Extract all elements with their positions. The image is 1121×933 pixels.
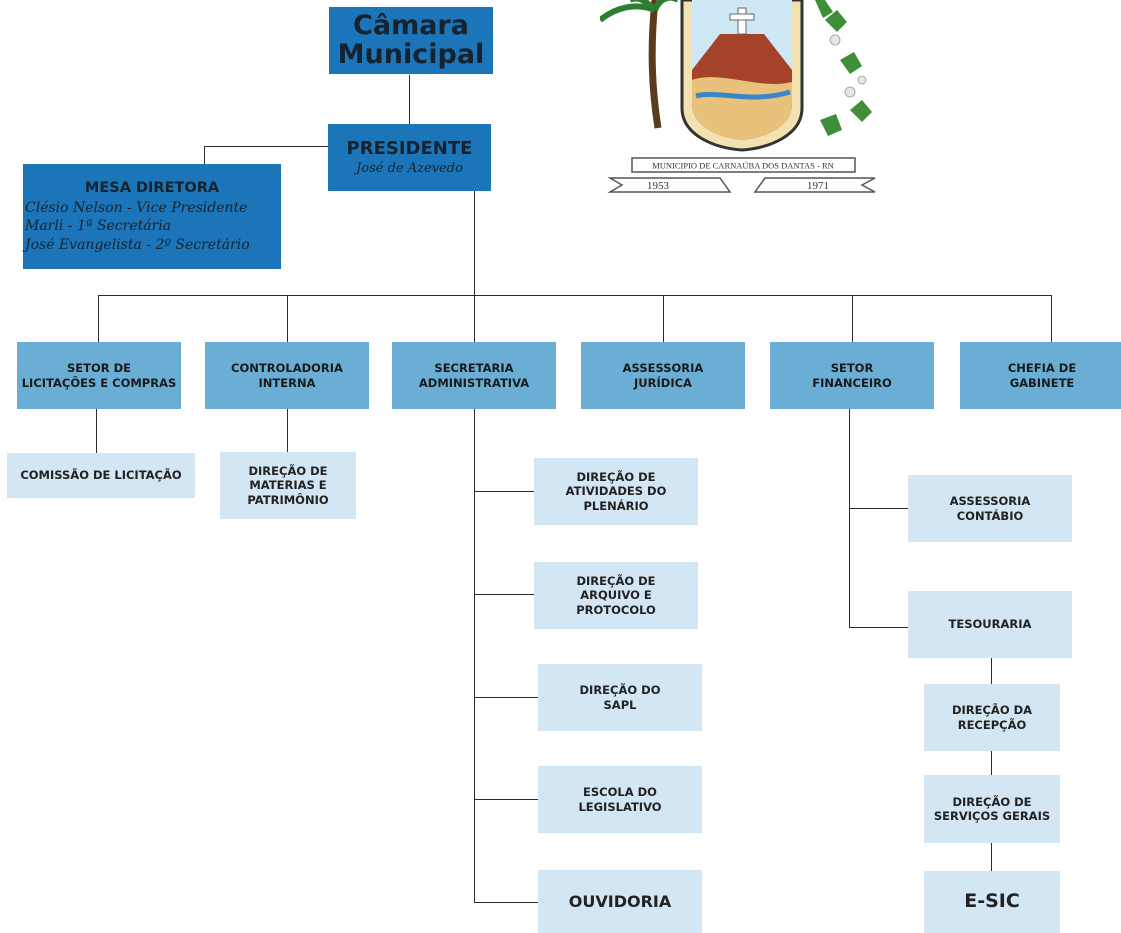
title-line-1: Câmara <box>353 10 469 42</box>
sub-label: DIREÇÃO DE <box>576 469 656 484</box>
connector <box>474 799 538 800</box>
connector <box>474 697 538 698</box>
connector <box>96 409 97 453</box>
connector <box>98 295 1051 296</box>
comissao-licitacao-box: COMISSÃO DE LICITAÇÃO <box>7 453 195 498</box>
crest-emblem: MUNICIPIO DE CARNAÚBA DOS DANTAS - RN 19… <box>600 0 876 193</box>
connector <box>474 594 534 595</box>
sub-label: PROTOCOLO <box>576 602 656 617</box>
dept-label: SECRETARIA <box>434 361 514 376</box>
connector <box>474 902 538 903</box>
connector <box>474 191 475 295</box>
camara-municipal-title: Câmara Municipal <box>329 7 493 74</box>
crest-year-left: 1953 <box>647 180 670 192</box>
connector <box>98 295 99 342</box>
direcao-servicos-gerais-box: DIREÇÃO DE SERVIÇOS GERAIS <box>924 775 1060 843</box>
sub-label: SERVIÇOS GERAIS <box>933 809 1051 823</box>
president-box: PRESIDENTE José de Azevedo <box>328 124 491 191</box>
sub-label: TESOURARIA <box>948 617 1032 632</box>
sub-label: PATRIMÔNIO <box>247 492 329 507</box>
connector <box>204 146 205 166</box>
dept-label: INTERNA <box>258 375 316 390</box>
sub-label: COMISSÃO DE LICITAÇÃO <box>20 468 182 483</box>
municipal-crest: MUNICIPIO DE CARNAÚBA DOS DANTAS - RN 19… <box>600 0 885 200</box>
sub-label: ASSESSORIA <box>949 494 1031 509</box>
direcao-materias-box: DIREÇÃO DE MATERIAS E PATRIMÔNIO <box>220 452 356 519</box>
sub-label: DIREÇÃO DE <box>952 794 1032 809</box>
mesa-member: Marli - 1ª Secretária <box>25 218 172 235</box>
dept-label: ADMINISTRATIVA <box>418 375 530 390</box>
department-controladoria: CONTROLADORIA INTERNA <box>205 342 369 409</box>
connector <box>991 843 992 871</box>
connector <box>287 295 288 342</box>
president-name: José de Azevedo <box>356 160 463 176</box>
sub-label: DIREÇÃO DE <box>576 573 656 588</box>
dept-label: CONTROLADORIA <box>231 361 343 376</box>
mesa-title: MESA DIRETORA <box>84 180 220 197</box>
direcao-recepcao-box: DIREÇÃO DA RECEPÇÃO <box>924 684 1060 751</box>
dept-label: CHEFIA DE <box>1007 361 1077 376</box>
department-licitacoes: SETOR DE LICITAÇÕES E COMPRAS <box>17 342 181 409</box>
connector <box>204 146 328 147</box>
sub-label: RECEPÇÃO <box>957 717 1027 732</box>
direcao-arquivo-box: DIREÇÃO DE ARQUIVO E PROTOCOLO <box>534 562 698 629</box>
direcao-sapl-box: DIREÇÃO DO SAPL <box>538 664 702 731</box>
dept-label: SETOR <box>830 361 874 376</box>
connector <box>474 295 475 342</box>
crest-year-right: 1971 <box>807 180 829 192</box>
tesouraria-box: TESOURARIA <box>908 591 1072 658</box>
sub-label: ESCOLA DO <box>583 785 657 800</box>
sub-label: CONTÁBIO <box>956 508 1024 523</box>
dept-label: GABINETE <box>1009 375 1075 390</box>
sub-label: LEGISLATIVO <box>578 799 662 814</box>
connector <box>852 295 853 342</box>
connector <box>991 751 992 775</box>
mesa-diretora-box: MESA DIRETORA Clésio Nelson - Vice Presi… <box>23 164 281 269</box>
dept-label: ASSESSORIA <box>622 361 704 376</box>
connector <box>849 508 908 509</box>
connector <box>474 491 534 492</box>
dept-label: FINANCEIRO <box>812 375 892 390</box>
sub-label: E-SIC <box>964 890 1020 913</box>
connector <box>474 409 475 902</box>
sub-label: DIREÇÃO DE <box>248 463 328 478</box>
ouvidoria-box: OUVIDORIA <box>538 870 702 933</box>
sub-label: OUVIDORIA <box>568 891 672 911</box>
president-title: PRESIDENTE <box>346 138 473 160</box>
mesa-member: José Evangelista - 2º Secretário <box>25 236 250 253</box>
sub-label: DIREÇÃO DA <box>951 703 1033 718</box>
connector <box>409 75 410 124</box>
crest-municipality: MUNICIPIO DE CARNAÚBA DOS DANTAS - RN <box>652 161 834 171</box>
assessoria-contabil-box: ASSESSORIA CONTÁBIO <box>908 475 1072 542</box>
connector <box>663 295 664 342</box>
department-chefia-gabinete: CHEFIA DE GABINETE <box>960 342 1121 409</box>
connector <box>991 658 992 684</box>
dept-label: SETOR DE <box>66 361 132 376</box>
escola-legislativo-box: ESCOLA DO LEGISLATIVO <box>538 766 702 833</box>
direcao-plenario-box: DIREÇÃO DE ATIVIDADES DO PLENÁRIO <box>534 458 698 525</box>
connector <box>287 409 288 452</box>
dept-label: JURÍDICA <box>634 375 692 390</box>
connector <box>849 627 908 628</box>
sub-label: PLENÁRIO <box>583 498 649 513</box>
department-assessoria-juridica: ASSESSORIA JURÍDICA <box>581 342 745 409</box>
mesa-member: Clésio Nelson - Vice Presidente <box>25 200 248 217</box>
department-financeiro: SETOR FINANCEIRO <box>770 342 934 409</box>
sub-label: SAPL <box>603 697 637 712</box>
sub-label: DIREÇÃO DO <box>579 683 661 698</box>
sub-label: ATIVIDADES DO <box>565 484 667 499</box>
title-line-2: Municipal <box>337 38 485 70</box>
department-secretaria: SECRETARIA ADMINISTRATIVA <box>392 342 556 409</box>
sub-label: MATERIAS E <box>249 478 327 493</box>
dept-label: LICITAÇÕES E COMPRAS <box>21 375 177 390</box>
connector <box>849 409 850 627</box>
sub-label: ARQUIVO E <box>580 588 652 603</box>
e-sic-box: E-SIC <box>924 871 1060 933</box>
connector <box>1051 295 1052 342</box>
